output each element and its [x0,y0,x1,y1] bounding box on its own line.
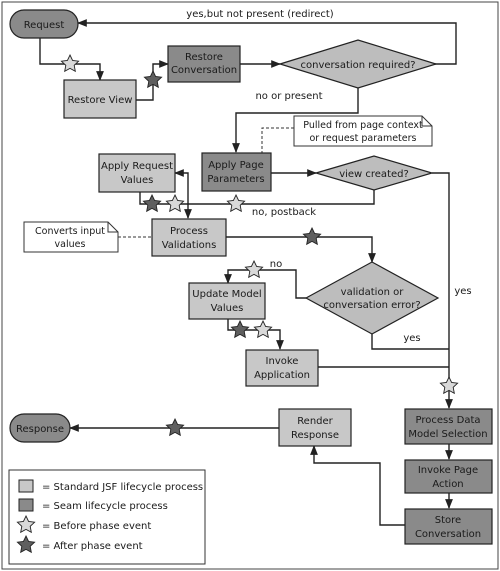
before-phase-star-invoke-application [253,320,273,338]
process-data-model-selection-box [404,408,493,445]
after-phase-star-process-validations [302,227,322,245]
conversation-required-label: conversation required? [300,60,415,71]
process-data-model-selection-label-1: Process Data [416,415,481,426]
apply-page-parameters-label-1: Apply Page [208,160,264,171]
before-phase-star-render-response [439,376,459,394]
legend-frame [8,469,206,565]
apply-request-values-box [98,153,176,193]
before-phase-star-restore-view [60,54,80,72]
restore-conversation-label-2: Conversation [171,65,237,76]
validation-error-decision [304,261,440,335]
process-validations-box [151,218,227,257]
note-link-pulled-from [261,127,294,153]
legend: = Standard JSF lifecycle process = Seam … [8,469,206,565]
update-model-values-box [188,282,266,320]
process-data-model-selection-label-2: Model Selection [408,429,487,440]
apply-page-parameters-box [201,152,272,192]
process-validations-label-1: Process [170,226,208,237]
validation-error-label-2: conversation error? [323,300,420,311]
render-response-label-1: Render [297,416,333,427]
edge-label-no-or-present: no or present [255,91,322,102]
invoke-application-label-1: Invoke [266,356,299,367]
note-connectors [118,127,294,238]
edge-label-yes-right: yes [454,286,471,297]
edge-to-process-validations [139,192,192,219]
update-model-values-label-2: Values [211,303,244,314]
invoke-application-label-2: Application [254,370,310,381]
edge-to-invoke-application [227,318,284,350]
apply-request-values-label-1: Apply Request [101,161,173,172]
request-label: Request [24,20,65,31]
after-phase-star-restore-view [143,70,163,88]
note-pulled-from-fold [421,116,432,127]
note-pulled-from-line-2: or request parameters [310,133,417,144]
store-conversation-label-1: Store [435,515,461,526]
edge-label-yes-bottom: yes [403,333,420,344]
legend-before-label: = Before phase event [42,521,151,532]
note-pulled-from [293,115,433,147]
legend-after-label: = After phase event [42,541,143,552]
invoke-page-action-label-2: Action [432,479,463,490]
invoke-application-box [245,349,319,387]
validation-error-label-1: validation or [341,287,405,298]
edge-no-to-update-model [224,269,306,299]
response-label: Response [16,424,64,435]
conversation-required-decision [277,39,439,89]
edge-to-apply-page-parameters [232,88,359,153]
note-converts-input-line-1: Converts input [35,226,105,237]
legend-swatch-seam [18,498,34,512]
edge-redirect [77,19,457,65]
edge-label-no: no [270,259,282,270]
after-phase-star-update-model [230,320,250,338]
invoke-page-action-box [404,459,493,494]
note-pulled-from-line-1: Pulled from page context [303,120,423,131]
edge-label-no-postback: no, postback [252,207,316,218]
update-model-values-label-1: Update Model [192,289,261,300]
restore-conversation-label-1: Restore [185,52,223,63]
response-terminal [9,413,71,443]
note-converts-input-fold [107,222,118,233]
edge-yes-to-process-data [432,172,453,409]
apply-request-values-label-2: Values [121,175,154,186]
legend-swatch-standard [18,479,34,493]
legend-seam-label: = Seam lifecycle process [42,501,168,512]
apply-page-parameters-label-2: Parameters [207,174,264,185]
after-phase-star-render-response [165,418,185,436]
after-phase-star-apply-request [142,194,162,212]
edge-to-validation-error [226,236,376,263]
restore-conversation-box [167,45,241,83]
before-phase-star-update-model [244,260,264,278]
render-response-box [278,408,352,447]
note-converts-input [23,221,119,253]
restore-view-label: Restore View [68,95,133,106]
request-terminal [9,9,79,39]
legend-standard-label: = Standard JSF lifecycle process [42,482,203,493]
edge-label-redirect: yes,but not present (redirect) [186,9,334,20]
view-created-decision [313,155,435,191]
note-converts-input-line-2: values [55,239,86,250]
render-response-label-2: Response [291,430,339,441]
store-conversation-box [404,508,493,545]
restore-view-box [63,79,137,119]
view-created-label: view created? [339,169,409,180]
before-phase-star-process-validations [165,194,185,212]
process-validations-label-2: Validations [162,240,217,251]
store-conversation-label-2: Conversation [415,529,481,540]
invoke-page-action-label-1: Invoke Page [418,465,478,476]
before-phase-star-apply-request [226,194,246,212]
edge-to-render-response [310,445,405,526]
